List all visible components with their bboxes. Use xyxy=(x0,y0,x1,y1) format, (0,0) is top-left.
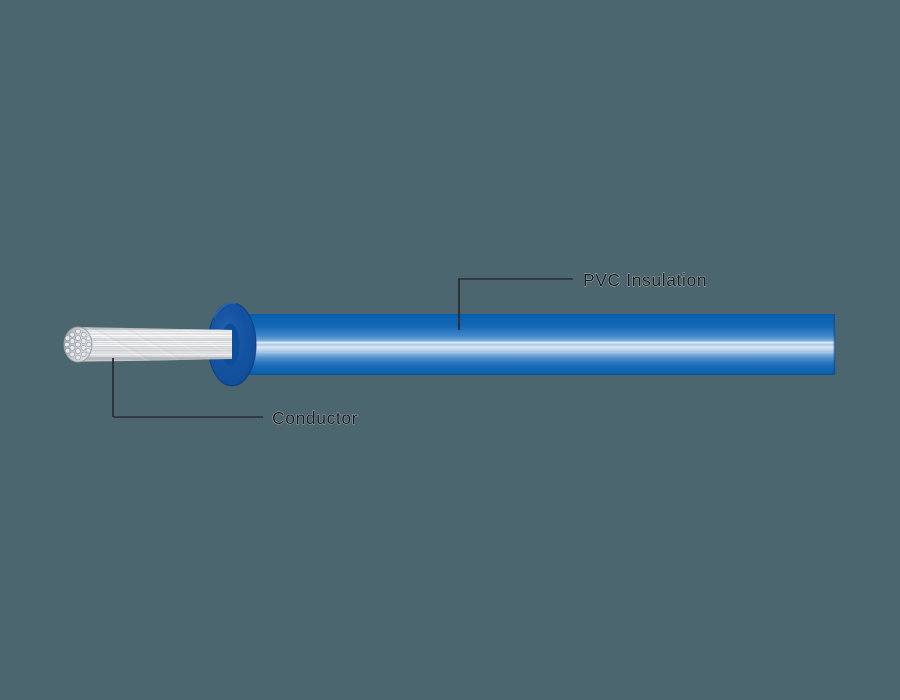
conductor-leader-line xyxy=(112,358,263,418)
strand-end-circles xyxy=(64,328,92,361)
conductor-cut-face xyxy=(63,326,93,363)
pvc-insulation-label: PVC Insulation xyxy=(583,270,707,290)
conductor-label: Conductor xyxy=(272,408,358,428)
conductor-strand-bundle xyxy=(63,326,232,363)
pvc-insulation-body xyxy=(232,314,836,375)
conductor-strand-lines xyxy=(70,327,232,362)
pvc-insulation-leader-line xyxy=(458,278,573,330)
